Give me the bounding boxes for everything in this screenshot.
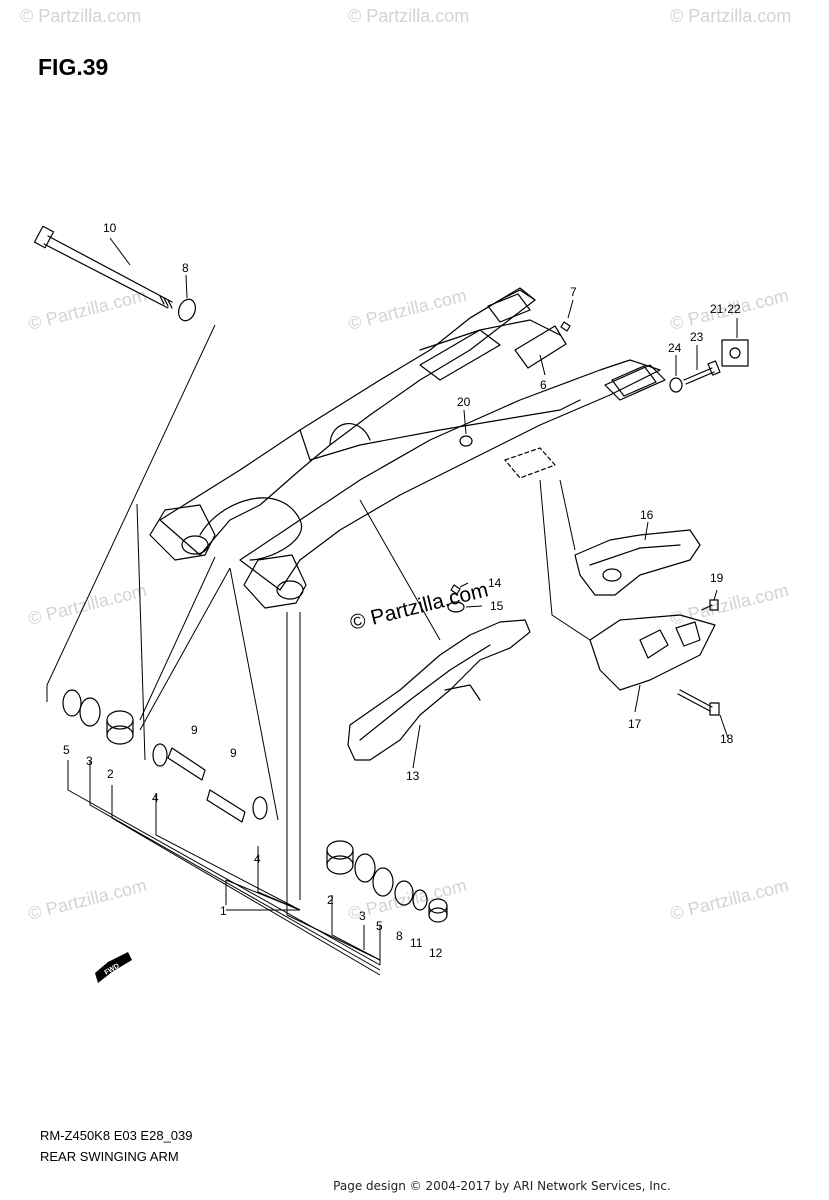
callout-3: 3 [359, 909, 366, 923]
bearing-ring [354, 853, 376, 883]
guide-plate [589, 614, 716, 691]
watermark: © Partzilla.com [668, 875, 791, 924]
watermark-layer: © Partzilla.com © Partzilla.com © Partzi… [20, 6, 791, 924]
watermark: © Partzilla.com [20, 6, 141, 26]
leader-lines [46, 237, 738, 976]
spacer-collar [206, 789, 246, 823]
callout-7: 7 [570, 285, 577, 299]
washer [152, 743, 168, 767]
callout-15: 15 [490, 599, 504, 613]
watermark: © Partzilla.com [348, 6, 469, 26]
callout-13: 13 [406, 769, 420, 783]
chain-slider [347, 619, 531, 761]
watermark: © Partzilla.com [26, 580, 149, 629]
swingarm-body [149, 287, 666, 609]
callout-21-22: 21·22 [710, 302, 741, 316]
footer-copyright: Page design © 2004-2017 by ARI Network S… [333, 1179, 671, 1193]
callout-4: 4 [152, 791, 159, 805]
callout-9: 9 [230, 746, 237, 760]
screw [560, 321, 571, 332]
figure-title: FIG.39 [38, 54, 109, 80]
callout-9: 9 [191, 723, 198, 737]
chain-guide-hole [602, 568, 622, 582]
chain-slider-tab [444, 684, 481, 701]
chain-guide-detail [589, 544, 681, 566]
washer [177, 298, 197, 322]
callout-17: 17 [628, 717, 642, 731]
washer [252, 796, 268, 820]
washer [412, 889, 428, 911]
washer [394, 880, 414, 906]
bearing-ring [79, 697, 101, 727]
diagram-title: REAR SWINGING ARM [40, 1149, 179, 1164]
watermark: © Partzilla.com [346, 285, 469, 334]
footer: Page design © 2004-2017 by ARI Network S… [0, 1179, 829, 1193]
callout-24: 24 [668, 341, 682, 355]
chain-slider-groove [359, 644, 491, 741]
nut [459, 435, 473, 447]
callout-23: 23 [690, 330, 704, 344]
callout-8: 8 [396, 929, 403, 943]
oil-seal [372, 867, 394, 897]
chain-adjuster-hole [729, 347, 741, 359]
callout-6: 6 [540, 378, 547, 392]
screw [450, 584, 461, 595]
callout-11: 11 [410, 936, 423, 950]
watermark: © Partzilla.com [670, 6, 791, 26]
pivot-nut [428, 898, 448, 923]
model-code: RM-Z450K8 E03 E28_039 [40, 1128, 193, 1143]
guide-bolt-long [677, 689, 720, 716]
guide-plate-window [675, 621, 701, 647]
callout-16: 16 [640, 508, 654, 522]
pivot-bolt [33, 225, 173, 309]
callout-10: 10 [103, 221, 117, 235]
callout-8: 8 [182, 261, 189, 275]
callout-12: 12 [429, 946, 443, 960]
chain-guide [574, 529, 701, 596]
callout-14: 14 [488, 576, 502, 590]
callout-1: 1 [220, 904, 227, 918]
callout-5: 5 [63, 743, 70, 757]
nut [669, 377, 683, 393]
callout-19: 19 [710, 571, 724, 585]
callout-18: 18 [720, 732, 734, 746]
forward-direction-badge: FWD [95, 952, 132, 983]
adjuster-bolt [683, 360, 721, 385]
watermark: © Partzilla.com [668, 580, 791, 629]
callout-4: 4 [254, 852, 261, 866]
oil-seal [62, 689, 82, 717]
callout-labels: 10 8 7 21·22 23 24 6 20 16 14 15 19 17 1… [63, 221, 741, 960]
needle-bearing [326, 840, 354, 875]
callout-2: 2 [107, 767, 114, 781]
guide-plate-window [639, 629, 669, 659]
adjuster-plate [514, 325, 567, 369]
washer [447, 601, 465, 613]
watermark: © Partzilla.com [26, 875, 149, 924]
spacer-collar [167, 747, 206, 781]
chain-adjuster [721, 339, 749, 367]
needle-bearing [106, 710, 134, 745]
callout-3: 3 [86, 754, 93, 768]
callout-5: 5 [376, 919, 383, 933]
watermark: © Partzilla.com [26, 285, 149, 334]
callout-2: 2 [327, 893, 334, 907]
callout-20: 20 [457, 395, 471, 409]
